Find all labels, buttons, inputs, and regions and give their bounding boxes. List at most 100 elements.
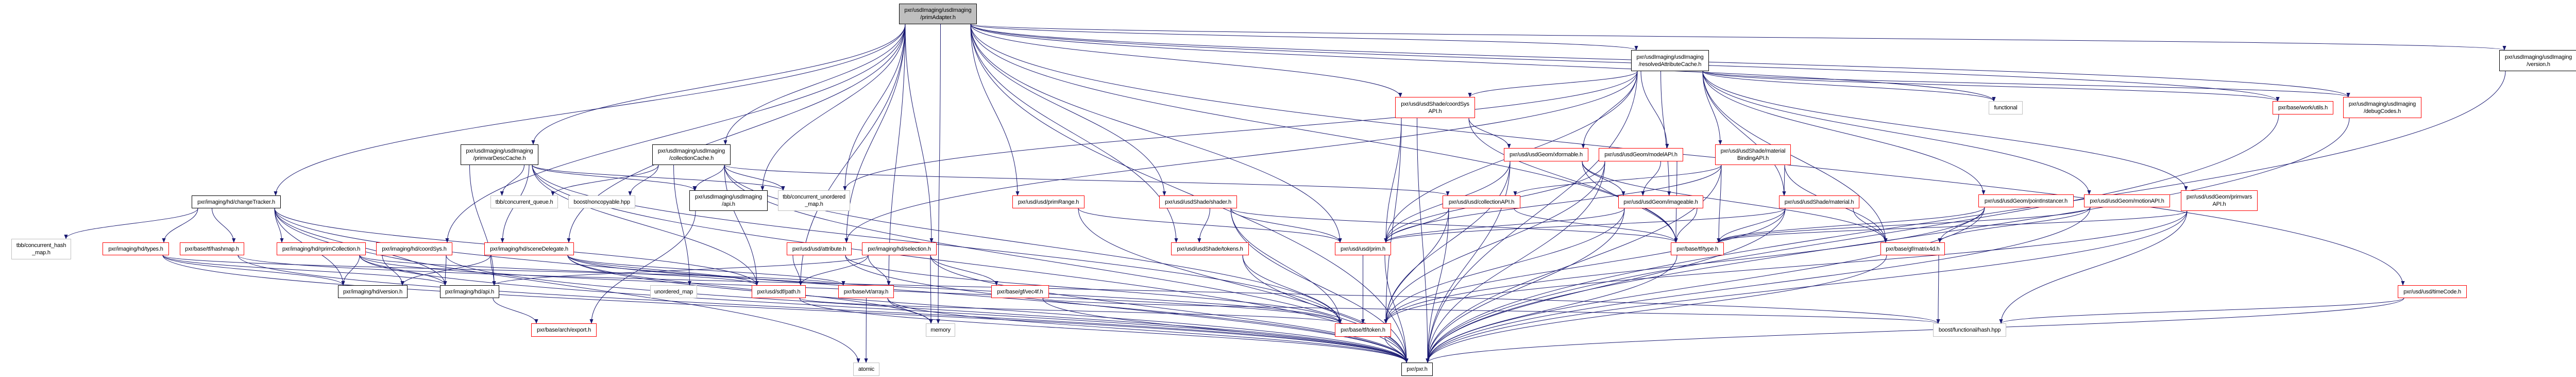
dependency-edge: [693, 165, 725, 191]
node-usd-geom-motion-api[interactable]: pxr/usd/usdGeom/motionAPI.h: [2084, 194, 2170, 207]
dependency-edge: [844, 24, 906, 243]
dependency-edge: [905, 24, 934, 243]
dependency-edge: [930, 255, 1409, 363]
dependency-edge: [567, 255, 1342, 324]
dependency-edge: [589, 210, 696, 324]
dependency-edge: [162, 255, 345, 286]
dependency-edge: [1853, 208, 1888, 243]
node-usd-collection-api[interactable]: pxr/usd/usd/collectionAPI.h: [1443, 195, 1520, 208]
node-hd-version[interactable]: pxr/imaging/hd/version.h: [338, 285, 408, 298]
node-resolved-attribute-cache[interactable]: pxr/usdImaging/usdImaging /resolvedAttri…: [1631, 50, 1709, 71]
dependency-edge: [970, 24, 1166, 196]
dependency-edge: [1702, 71, 1722, 145]
node-usd-geom-imageable[interactable]: pxr/usd/usdGeom/imageable.h: [1618, 195, 1703, 208]
node-usd-attribute[interactable]: pxr/usd/usd/attribute.h: [787, 242, 852, 255]
dependency-edge: [500, 165, 524, 196]
node-boost-functional-hash: boost/functional/hash.hpp: [1933, 323, 2006, 337]
dependency-edge: [628, 165, 659, 196]
dependency-edge: [1230, 208, 1342, 243]
node-collection-cache[interactable]: pxr/usdImaging/usdImaging /collectionCac…: [652, 144, 731, 165]
dependency-edge: [673, 165, 692, 286]
dependency-edge: [469, 165, 496, 286]
node-usd-shade-tokens[interactable]: pxr/usd/usdShade/tokens.h: [1171, 242, 1249, 255]
dependency-edge: [567, 255, 845, 286]
node-prim-adapter-root: pxr/usdImaging/usdImaging /primAdapter.h: [899, 4, 977, 24]
dependency-edge: [1782, 165, 1786, 196]
dependency-edge: [1042, 298, 1409, 363]
node-material-binding-api[interactable]: pxr/usd/usdShade/material BindingAPI.h: [1715, 144, 1791, 165]
node-usd-shade-coord-sys-api[interactable]: pxr/usd/usdShade/coordSys API.h: [1395, 97, 1475, 118]
dependency-edge: [1426, 207, 2091, 363]
dependency-edge: [760, 24, 906, 191]
node-arch-export[interactable]: pxr/base/arch/export.h: [531, 323, 597, 337]
node-boost-noncopyable: boost/noncopyable.hpp: [568, 195, 635, 208]
node-usd-prim[interactable]: pxr/usd/usd/prim.h: [1335, 242, 1391, 255]
node-usd-geom-model-api[interactable]: pxr/usd/usdGeom/modelAPI.h: [1599, 148, 1683, 161]
node-rprim-collection[interactable]: pxr/imaging/hd/rprimCollection.h: [277, 242, 366, 255]
dependency-edge: [1513, 165, 1722, 196]
dependency-edge: [1384, 255, 1409, 363]
dependency-edge: [1581, 71, 1638, 149]
node-tbb-concurrent-hash-map: tbb/concurrent_hash _map.h: [11, 239, 71, 259]
dependency-edge: [845, 255, 1342, 324]
dependency-edge: [1417, 118, 1430, 363]
node-usd-geom-xformable[interactable]: pxr/usd/usdGeom/xformable.h: [1504, 148, 1588, 161]
dependency-edge: [1702, 71, 1986, 195]
node-usd-time-code[interactable]: pxr/usd/usd/timeCode.h: [2398, 285, 2467, 298]
node-usd-shade-shader[interactable]: pxr/usd/usdShade/shader.h: [1159, 195, 1237, 208]
dependency-edge: [64, 208, 198, 239]
dependency-edge: [723, 24, 906, 145]
dependency-edge: [868, 255, 891, 286]
node-tf-hashmap[interactable]: pxr/base/tf/hashmap.h: [180, 242, 244, 255]
node-usd-imaging-version[interactable]: pxr/usdImaging/usdImaging /version.h: [2499, 50, 2576, 71]
dependency-edge: [238, 255, 1409, 363]
node-debug-codes[interactable]: pxr/usdImaging/usdImaging /debugCodes.h: [2343, 97, 2421, 118]
dependency-edge: [799, 298, 1342, 324]
dependency-edge: [493, 298, 538, 324]
dependency-edge: [446, 255, 1409, 363]
dependency-edge: [1426, 298, 2404, 363]
dependency-edge: [1426, 210, 2188, 363]
node-tf-token[interactable]: pxr/base/tf/token.h: [1335, 323, 1391, 337]
node-usd-geom-point-instancer[interactable]: pxr/usd/usdGeom/pointInstancer.h: [1978, 194, 2074, 207]
dependency-edge: [1702, 71, 2091, 195]
dependency-edge: [1426, 161, 1511, 363]
dependency-edge: [1384, 208, 1786, 243]
node-usd-prim-range[interactable]: pxr/usd/usd/primRange.h: [1012, 195, 1084, 208]
node-hd-selection[interactable]: pxr/imaging/hd/selection.h: [862, 242, 937, 255]
dependency-edge: [238, 255, 1940, 324]
dependency-edge: [1717, 207, 2091, 243]
node-work-utils[interactable]: pxr/base/work/utils.h: [2273, 101, 2333, 114]
node-usd-shade-material[interactable]: pxr/usd/usdShade/material.h: [1779, 195, 1859, 208]
node-vt-array[interactable]: pxr/base/vt/array.h: [838, 285, 894, 298]
dependency-edge: [1660, 71, 1671, 196]
dependency-edge: [341, 255, 360, 286]
dependency-edge: [1426, 161, 1605, 363]
node-usd-imaging-api[interactable]: pxr/usdImaging/usdImaging /api.h: [689, 190, 768, 211]
node-gf-vec4f[interactable]: pxr/base/gf/vec4f.h: [991, 285, 1049, 298]
node-pxr[interactable]: pxr/pxr.h: [1401, 363, 1433, 376]
node-hd-api[interactable]: pxr/imaging/hd/api.h: [440, 285, 499, 298]
node-usd-geom-primvars-api[interactable]: pxr/usd/usdGeom/primvars API.h: [2181, 190, 2258, 211]
dependency-edge: [1426, 208, 1786, 363]
dependency-edge: [929, 255, 933, 324]
dependency-edge: [724, 165, 759, 286]
dependency-edge: [1384, 161, 1605, 324]
dependency-edge: [1426, 114, 2279, 363]
dependency-edge: [1999, 298, 2404, 324]
node-hd-coord-sys[interactable]: pxr/imaging/hd/coordSys.h: [376, 242, 452, 255]
dependency-edge: [382, 255, 404, 286]
dependency-edge: [212, 208, 236, 243]
node-sdf-path[interactable]: pxr/usd/sdf/path.h: [752, 285, 806, 298]
node-gf-matrix4d[interactable]: pxr/base/gf/matrix4d.h: [1880, 242, 1945, 255]
node-primvar-desc-cache[interactable]: pxr/usdImaging/usdImaging /primvarDescCa…: [461, 144, 538, 165]
node-change-tracker[interactable]: pxr/imaging/hd/changeTracker.h: [192, 195, 281, 208]
dependency-edge: [887, 298, 933, 324]
node-hd-types[interactable]: pxr/imaging/hd/types.h: [103, 242, 169, 255]
dependency-edge: [1384, 208, 1449, 324]
node-scene-delegate[interactable]: pxr/imaging/hd/sceneDelegate.h: [484, 242, 574, 255]
node-tf-type[interactable]: pxr/base/tf/type.h: [1671, 242, 1724, 255]
dependency-edge: [1426, 165, 1722, 363]
dependency-edge: [1426, 255, 1887, 363]
node-memory: memory: [926, 323, 955, 337]
